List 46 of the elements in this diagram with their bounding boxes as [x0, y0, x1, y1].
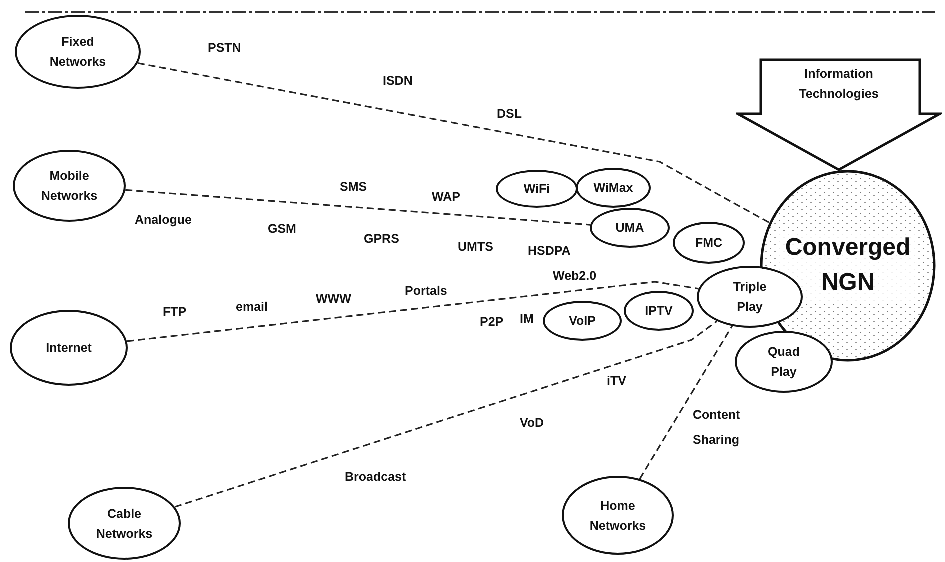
node-label: Fixed Networks	[48, 34, 108, 71]
technology-label: Analogue	[135, 213, 192, 227]
technology-label: Broadcast	[345, 470, 406, 484]
node-label: VoIP	[568, 313, 597, 330]
node-label: Triple Play	[732, 279, 768, 316]
node-label: Home Networks	[588, 498, 648, 534]
oval-node	[697, 266, 803, 328]
connector-line	[639, 326, 734, 480]
node-label: Cable Networks	[95, 506, 154, 542]
technology-label: VoD	[520, 416, 544, 430]
node-label: UMA	[614, 220, 646, 237]
technology-label: email	[236, 300, 268, 314]
block-arrow	[736, 58, 942, 172]
technology-label: UMTS	[458, 240, 494, 254]
oval-node	[624, 291, 694, 331]
technology-label: GPRS	[364, 232, 400, 246]
node-label: FMC	[694, 235, 724, 252]
technology-label: HSDPA	[528, 244, 571, 258]
oval-node	[673, 222, 745, 264]
node-label: Mobile Networks	[40, 168, 99, 205]
technology-label: Web2.0	[553, 269, 597, 283]
technology-label: SMS	[340, 180, 368, 194]
connector-line	[126, 189, 590, 226]
technology-label: WWW	[316, 292, 352, 306]
technology-label: IM	[520, 312, 534, 326]
technology-label: FTP	[163, 305, 187, 319]
oval-node	[543, 301, 622, 341]
connector-line	[127, 281, 699, 342]
technology-label: Portals	[405, 284, 448, 298]
node-label: Internet	[45, 340, 93, 357]
technology-label: WAP	[432, 190, 460, 204]
technology-label: Content Sharing	[693, 407, 742, 449]
technology-label: P2P	[480, 315, 504, 329]
technology-label: iTV	[607, 374, 626, 388]
node-label: IPTV	[644, 303, 674, 320]
technology-label: GSM	[268, 222, 296, 236]
technology-label: DSL	[497, 107, 522, 121]
technology-label: PSTN	[208, 41, 242, 55]
node-label: Information Technologies	[798, 66, 880, 103]
oval-node	[590, 208, 670, 248]
oval-node	[496, 170, 578, 208]
technology-label: ISDN	[383, 74, 413, 88]
node-label: WiFi	[522, 181, 552, 198]
node-label: Quad Play	[767, 344, 801, 381]
connector-line	[138, 62, 770, 224]
node-label: WiMax	[592, 180, 634, 197]
